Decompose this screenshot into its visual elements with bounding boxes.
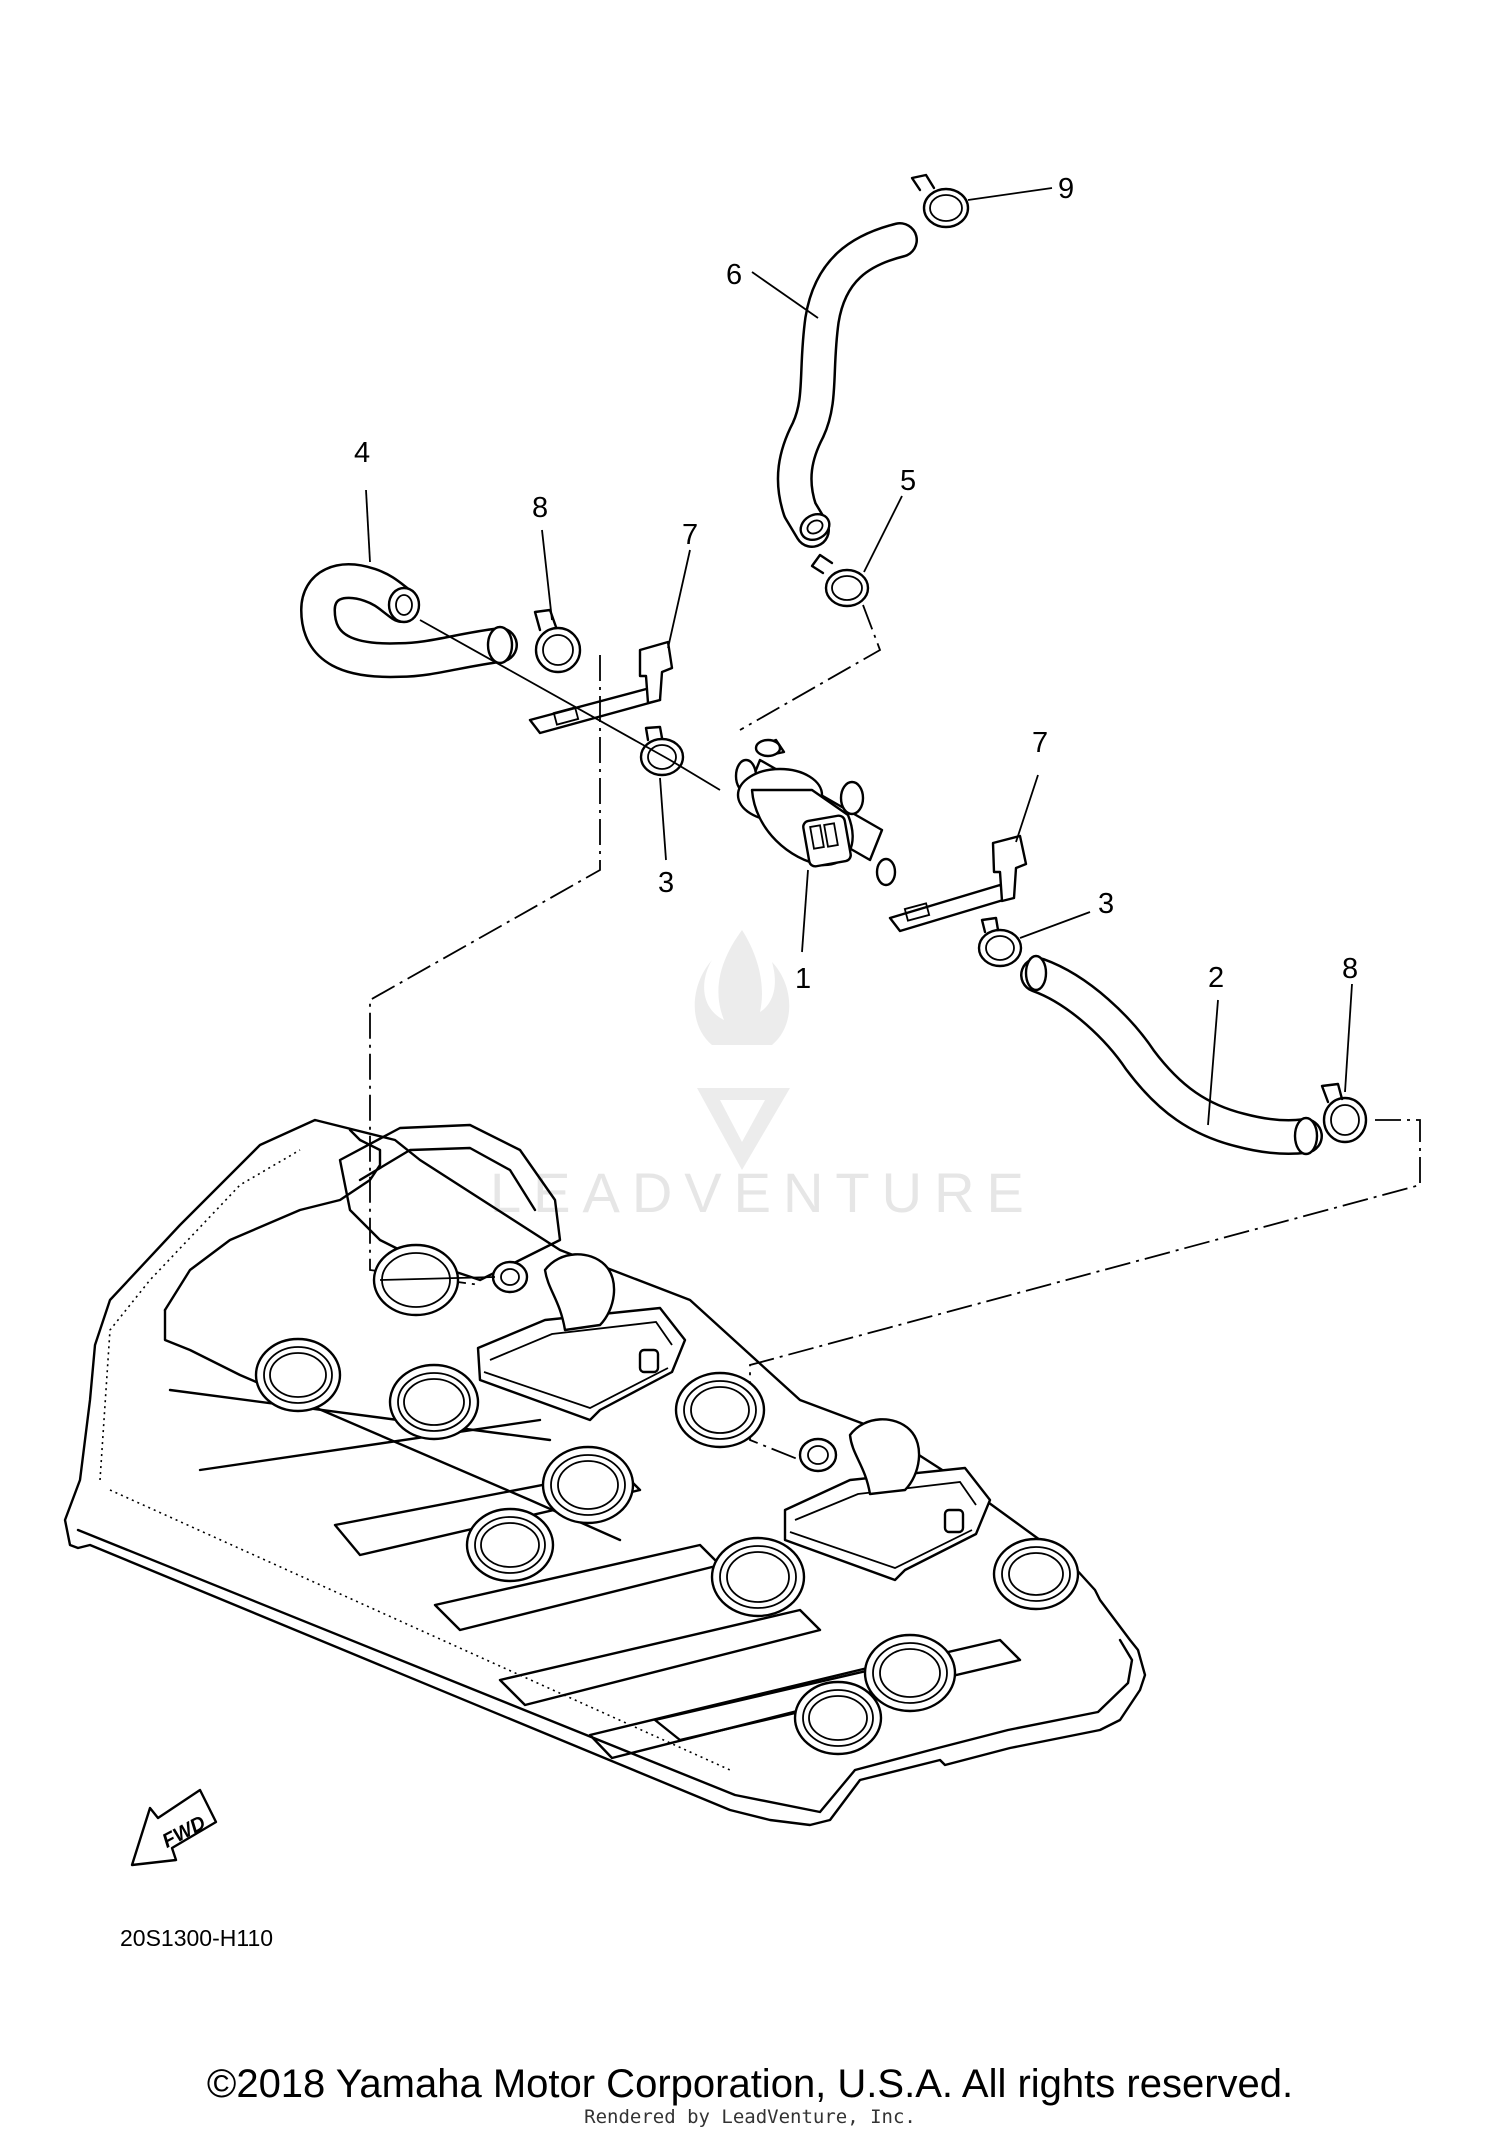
callout-8-upper: 8 (532, 492, 548, 524)
hose-clamp-3-right (977, 916, 1023, 968)
air-cut-off-valve-1 (734, 738, 897, 887)
callout-3-right: 3 (1098, 888, 1114, 920)
callout-7-right: 7 (1032, 727, 1048, 759)
callout-8-lower: 8 (1342, 953, 1358, 985)
hose-clamp-9 (910, 173, 970, 229)
callout-1: 1 (795, 963, 811, 995)
hose-6 (776, 222, 918, 548)
callout-leader-lines (365, 187, 1353, 1126)
flame-logo-icon (694, 930, 790, 1045)
callout-numbers: 9 6 4 8 7 5 3 7 3 1 2 8 (354, 173, 1358, 995)
callout-4: 4 (354, 437, 370, 469)
callout-9: 9 (1058, 173, 1074, 205)
callout-7-left: 7 (682, 519, 698, 551)
reed-valve-cover-left (379, 1253, 687, 1422)
reed-valve-cover-right (783, 1418, 992, 1582)
callout-5: 5 (900, 465, 916, 497)
callout-3-left: 3 (658, 867, 674, 899)
copyright-notice: ©2018 Yamaha Motor Corporation, U.S.A. A… (206, 2062, 1294, 2106)
bracket-7-right (888, 834, 1028, 933)
diagram-code: 20S1300-H110 (120, 1925, 274, 1951)
rendered-by-notice: Rendered by LeadVenture, Inc. (584, 2106, 916, 2128)
spark-plug-wells (254, 1243, 1080, 1756)
forward-direction-arrow-icon: FWD (130, 1788, 218, 1867)
hose-clamp-5 (810, 553, 870, 608)
callout-2: 2 (1208, 962, 1224, 994)
hose-clamp-8-lower (1320, 1082, 1368, 1144)
watermark-text: LEADVENTURE (490, 1161, 1036, 1224)
hose-clamp-3-left (639, 725, 685, 777)
bracket-7-left (528, 640, 674, 735)
hose-2 (1020, 954, 1323, 1156)
hose-clamp-8-upper (533, 608, 582, 674)
hose-4 (300, 563, 518, 679)
leadventure-watermark: LEADVENTURE (490, 930, 1036, 1224)
callout-6: 6 (726, 259, 742, 291)
cylinder-head-cover (63, 1118, 1147, 1827)
v-logo-icon (697, 1088, 790, 1170)
